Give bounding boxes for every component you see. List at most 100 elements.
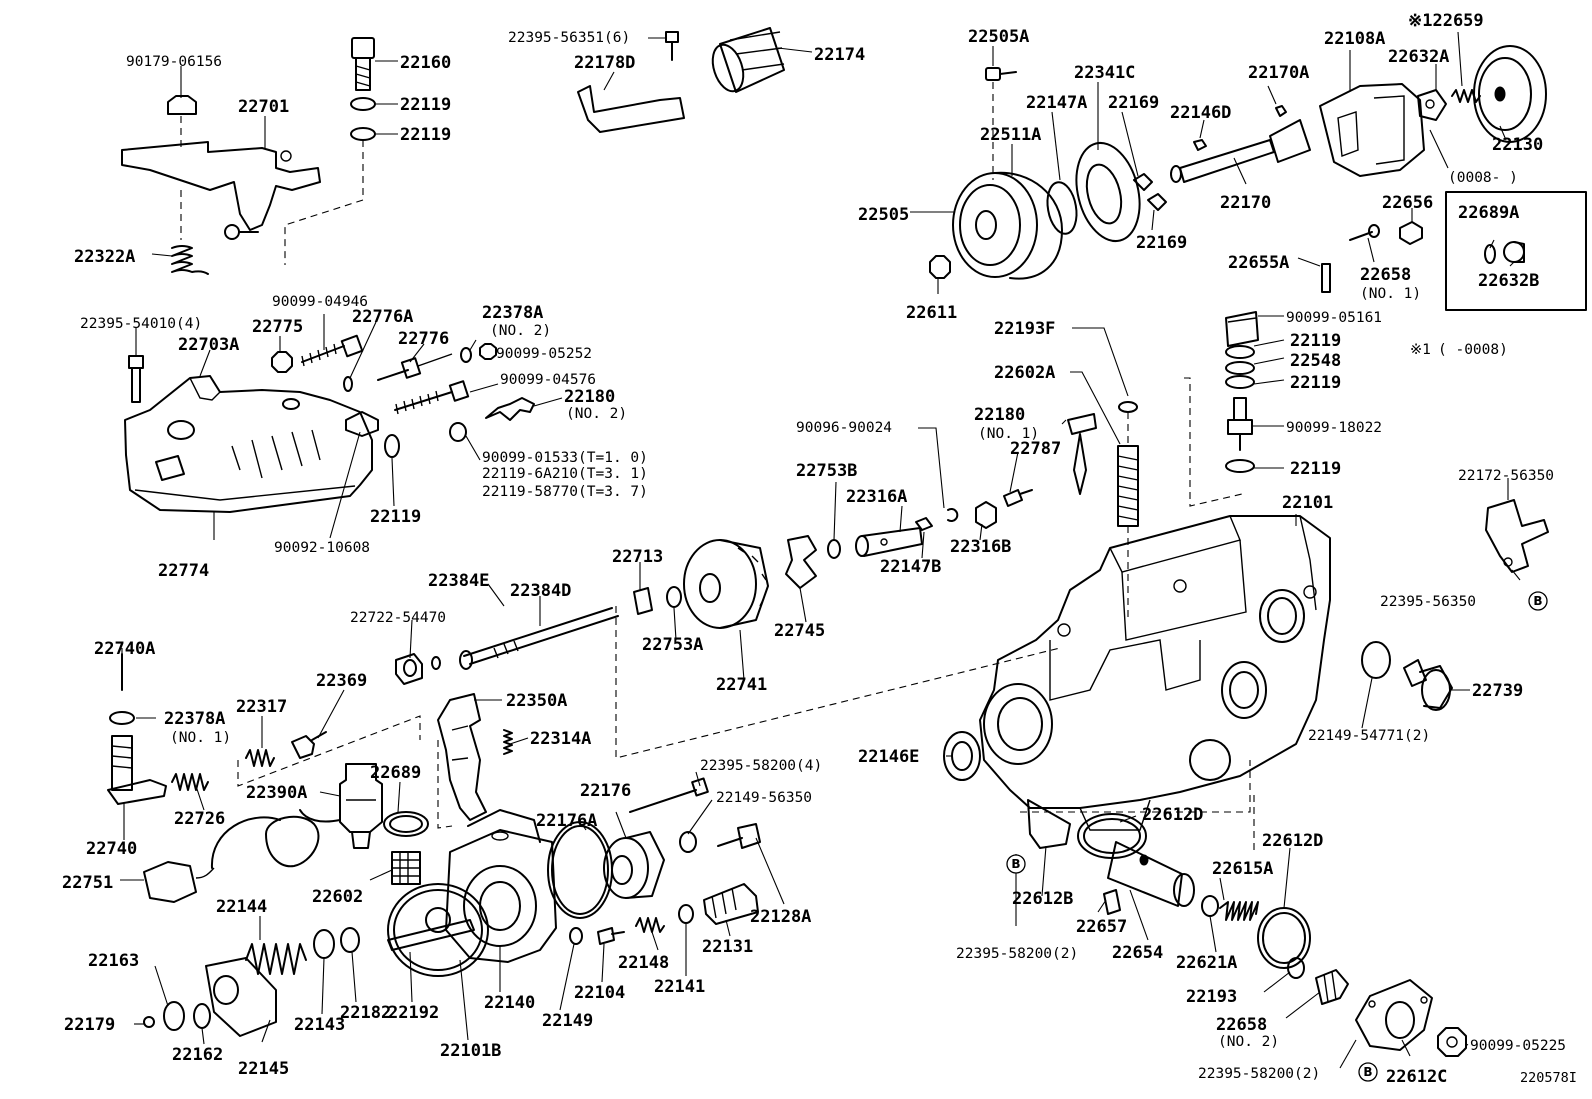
diagram-id: 220578I bbox=[1520, 1070, 1577, 1086]
label-22162: 22162 bbox=[172, 1045, 223, 1065]
label-22119-a: 22119 bbox=[400, 95, 451, 115]
label-22703A: 22703A bbox=[178, 335, 239, 355]
label-22378A-no2-note: (NO. 2) bbox=[490, 323, 551, 339]
label-22180-no2: 22180 bbox=[564, 387, 615, 407]
label-22145: 22145 bbox=[238, 1059, 289, 1079]
label-90099-04576: 90099-04576 bbox=[500, 372, 596, 388]
part-22612D-oring-b bbox=[1257, 907, 1311, 969]
label-22632B: 22632B bbox=[1478, 271, 1539, 291]
label-22612B: 22612B bbox=[1012, 889, 1073, 909]
label-22119-f: 22119 bbox=[1290, 459, 1341, 479]
label-22739: 22739 bbox=[1472, 681, 1523, 701]
part-22776A-ring bbox=[343, 376, 353, 392]
label-22658-no2-note: (NO. 2) bbox=[1218, 1034, 1279, 1050]
label-22314A: 22314A bbox=[530, 729, 591, 749]
label-22341C: 22341C bbox=[1074, 63, 1135, 83]
badge-b-left: B bbox=[1006, 854, 1026, 874]
label-22144: 22144 bbox=[216, 897, 267, 917]
part-22143-seat bbox=[313, 929, 335, 959]
part-22146E-seal bbox=[943, 731, 981, 781]
part-22147A-washer bbox=[1046, 181, 1078, 235]
part-22615A-spring bbox=[1219, 901, 1259, 921]
label-22384E: 22384E bbox=[428, 571, 489, 591]
part-22689-ring bbox=[383, 811, 429, 837]
part-22180-no1-valve bbox=[1067, 413, 1097, 495]
label-22143: 22143 bbox=[294, 1015, 345, 1035]
part-22169-key-b bbox=[1147, 193, 1167, 211]
part-22163-washer bbox=[163, 1001, 185, 1031]
part-22316A-lever-shaft bbox=[855, 527, 923, 557]
label-22395-58200-2b: 22395-58200(2) bbox=[1198, 1066, 1320, 1082]
label-22775: 22775 bbox=[252, 317, 303, 337]
label-22146D: 22146D bbox=[1170, 103, 1231, 123]
label-22316A: 22316A bbox=[846, 487, 907, 507]
part-90099-05252-nut bbox=[479, 343, 497, 360]
label-22378A-no2: 22378A bbox=[482, 303, 543, 323]
svg-text:B: B bbox=[1011, 857, 1020, 871]
part-22317-spring bbox=[245, 749, 275, 767]
part-22145-plate bbox=[205, 957, 277, 1037]
label-22740: 22740 bbox=[86, 839, 137, 859]
label-22511A: 22511A bbox=[980, 125, 1041, 145]
label-90099-05252: 90099-05252 bbox=[496, 346, 592, 362]
label-22741: 22741 bbox=[716, 675, 767, 695]
label-22119-e: 22119 bbox=[1290, 373, 1341, 393]
part-22395-58200-4-bolt bbox=[629, 777, 709, 813]
label-22149: 22149 bbox=[542, 1011, 593, 1031]
label-22104: 22104 bbox=[574, 983, 625, 1003]
inset-box bbox=[1445, 191, 1587, 311]
label-22726: 22726 bbox=[174, 809, 225, 829]
label-22390A: 22390A bbox=[246, 783, 307, 803]
part-22745-lever bbox=[785, 535, 817, 589]
label-22632A: 22632A bbox=[1388, 47, 1449, 67]
part-22751-harness bbox=[143, 809, 341, 903]
label-22148: 22148 bbox=[618, 953, 669, 973]
label-90099-05161: 90099-05161 bbox=[1286, 310, 1382, 326]
label-22615A: 22615A bbox=[1212, 859, 1273, 879]
label-22395-56350: 22395-56350 bbox=[1380, 594, 1476, 610]
part-90096-90024-clip bbox=[947, 508, 959, 522]
label-22612D-a: 22612D bbox=[1142, 805, 1203, 825]
label-22140: 22140 bbox=[484, 993, 535, 1013]
label-22395-58200-4: 22395-58200(4) bbox=[700, 758, 822, 774]
label-22128A: 22128A bbox=[750, 907, 811, 927]
svg-text:B: B bbox=[1363, 1065, 1372, 1079]
label-22119-b: 22119 bbox=[400, 125, 451, 145]
part-22632A-weight bbox=[1417, 89, 1447, 121]
label-22146E: 22146E bbox=[858, 747, 919, 767]
part-22182-shim bbox=[340, 927, 360, 953]
part-90092-10608-plug bbox=[345, 411, 379, 437]
part-22787-screw bbox=[1003, 489, 1033, 507]
part-22322A-spring bbox=[171, 245, 209, 275]
part-22193F-ring bbox=[1118, 401, 1138, 413]
part-22753B-washer bbox=[827, 539, 841, 559]
label-22182: 22182 bbox=[340, 1003, 391, 1023]
label-22656: 22656 bbox=[1382, 193, 1433, 213]
part-22131-plug bbox=[703, 883, 759, 925]
label-22776: 22776 bbox=[398, 329, 449, 349]
label-22621A: 22621A bbox=[1176, 953, 1237, 973]
part-22170A-key bbox=[1275, 105, 1287, 117]
label-22180-no2-note: (NO. 2) bbox=[566, 406, 627, 422]
label-22740A: 22740A bbox=[94, 639, 155, 659]
label-22384D: 22384D bbox=[510, 581, 571, 601]
label-22160: 22160 bbox=[400, 53, 451, 73]
label-22689A: 22689A bbox=[1458, 203, 1519, 223]
part-22174-sleeve bbox=[711, 27, 785, 93]
label-22131: 22131 bbox=[702, 937, 753, 957]
part-22655A-pin bbox=[1321, 263, 1331, 293]
badge-b-right: B bbox=[1528, 591, 1548, 611]
part-22395-54010-bolt bbox=[128, 355, 144, 403]
callout-labels: 90179-06156 22160 22119 22119 22701 2232… bbox=[62, 11, 1577, 1087]
part-22611-nut bbox=[929, 255, 951, 279]
label-22548: 22548 bbox=[1290, 351, 1341, 371]
part-22176A-oring bbox=[547, 821, 613, 919]
label-22192: 22192 bbox=[388, 1003, 439, 1023]
label-22655A: 22655A bbox=[1228, 253, 1289, 273]
part-22119-washer-b bbox=[350, 127, 376, 141]
label-22722-54470: 22722-54470 bbox=[350, 610, 446, 626]
label-22378A-no1-note: (NO. 1) bbox=[170, 730, 231, 746]
leader-lines bbox=[120, 31, 1521, 1069]
part-22104-screw bbox=[597, 927, 625, 945]
label-22119-6A210: 22119-6A210(T=3. 1) bbox=[482, 466, 648, 482]
